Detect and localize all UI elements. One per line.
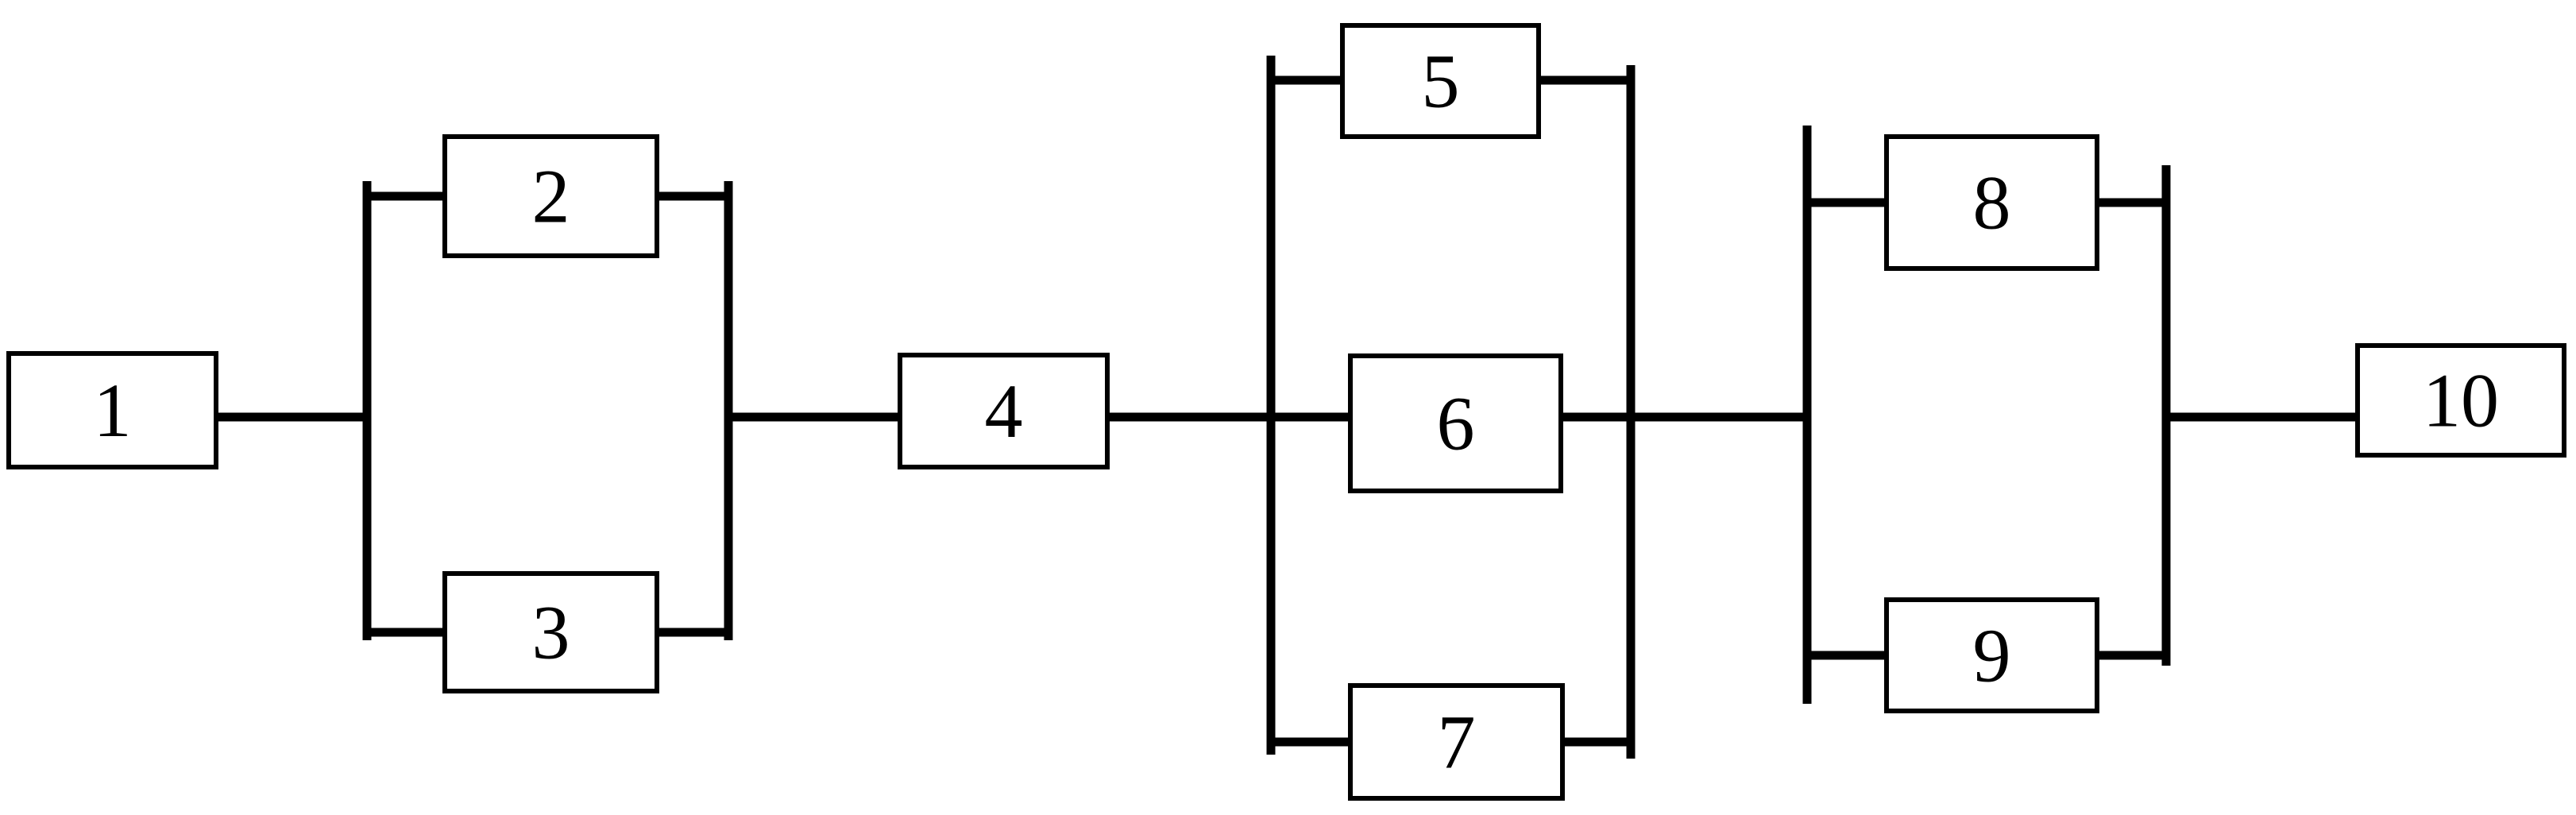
block-5-rect[interactable] bbox=[1340, 23, 1541, 139]
block-4[interactable]: 4 bbox=[898, 353, 1110, 469]
block-7[interactable]: 7 bbox=[1348, 683, 1565, 801]
wire-layer bbox=[216, 75, 2358, 747]
block-3[interactable]: 3 bbox=[442, 571, 659, 693]
block-9[interactable]: 9 bbox=[1884, 597, 2099, 713]
block-10-rect[interactable] bbox=[2355, 343, 2566, 458]
block-2-rect[interactable] bbox=[442, 134, 659, 258]
block-2[interactable]: 2 bbox=[442, 134, 659, 258]
block-5[interactable]: 5 bbox=[1340, 23, 1541, 139]
block-3-rect[interactable] bbox=[442, 571, 659, 693]
block-1-rect[interactable] bbox=[6, 351, 218, 469]
block-9-rect[interactable] bbox=[1884, 597, 2099, 713]
block-7-rect[interactable] bbox=[1348, 683, 1565, 801]
block-6-rect[interactable] bbox=[1348, 353, 1563, 493]
block-8[interactable]: 8 bbox=[1884, 134, 2099, 271]
block-8-rect[interactable] bbox=[1884, 134, 2099, 271]
block-6[interactable]: 6 bbox=[1348, 353, 1563, 493]
block-layer: 1 2 3 4 5 6 7 8 9 10 bbox=[6, 23, 2566, 801]
block-1[interactable]: 1 bbox=[6, 351, 218, 469]
block-10[interactable]: 10 bbox=[2355, 343, 2566, 458]
block-4-rect[interactable] bbox=[898, 353, 1110, 469]
bus-layer bbox=[362, 56, 2171, 759]
